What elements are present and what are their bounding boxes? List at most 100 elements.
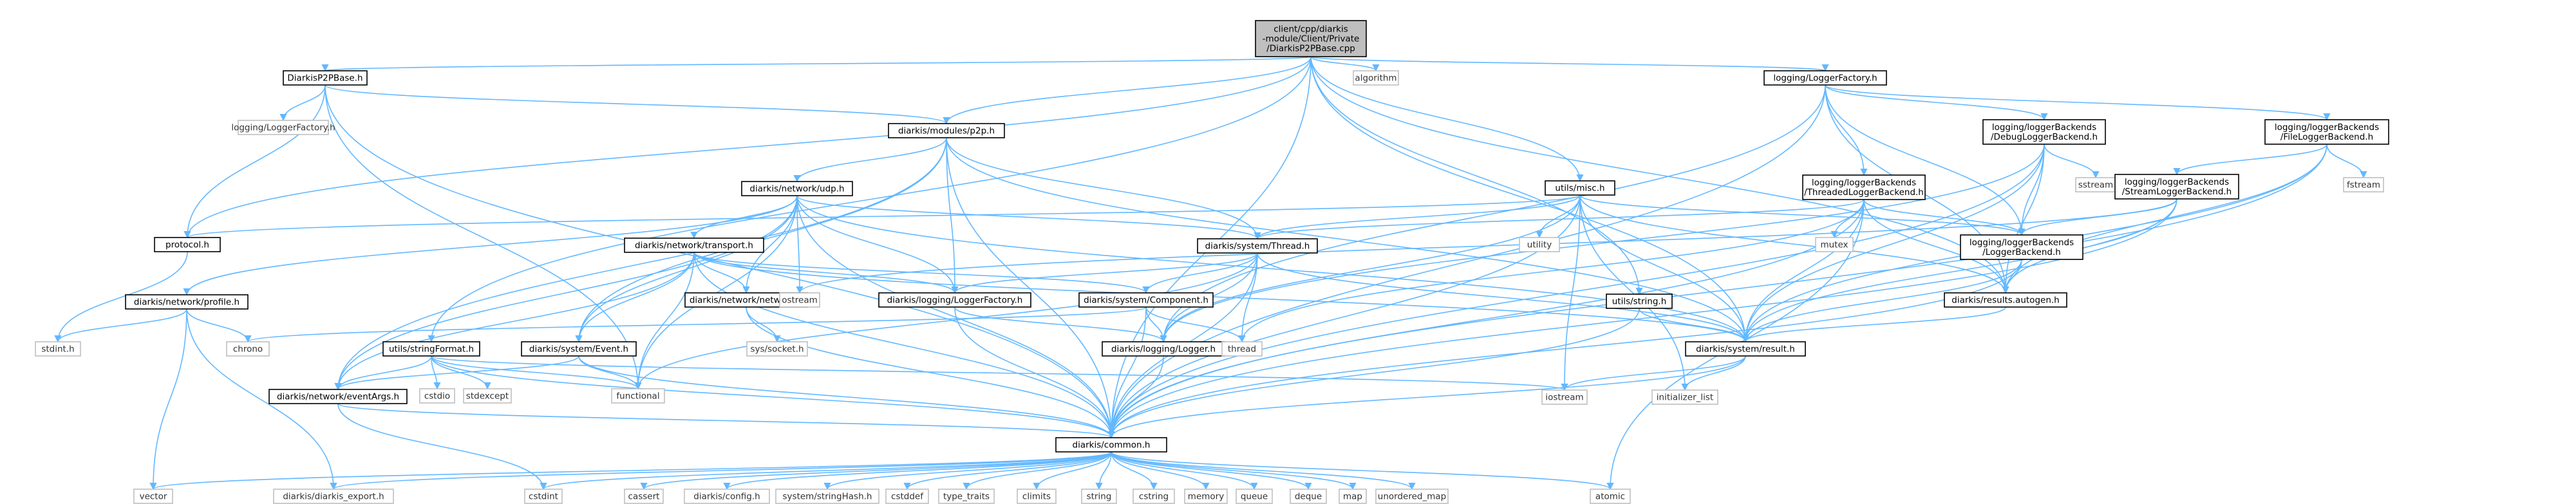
node-box xyxy=(154,237,221,252)
node-unordered-map: unordered_map xyxy=(1375,489,1449,504)
edge-misc_h-to-iostream xyxy=(1561,194,1581,391)
dependency-edges xyxy=(54,56,2367,490)
node-box xyxy=(1802,174,1926,200)
edge-common_h-to-cstddef xyxy=(903,451,1112,490)
node-streamlb[interactable]: logging/loggerBackends/StreamLoggerBacke… xyxy=(2114,174,2239,200)
node-thread-h[interactable]: diarkis/system/Thread.h xyxy=(1197,238,1318,254)
node-type-traits: type_traits xyxy=(938,489,995,504)
node-lloggerfactory-h[interactable]: diarkis/logging/LoggerFactory.h xyxy=(878,292,1031,308)
node-label: /FileLoggerBackend.h xyxy=(2280,132,2373,142)
node-box xyxy=(684,489,770,504)
edge-protocol_h-to-stdint_h xyxy=(54,251,188,343)
node-label: diarkis/network/network.h xyxy=(690,295,803,306)
node-logger-h[interactable]: diarkis/logging/Logger.h xyxy=(1102,341,1225,357)
edge-common_h-to-unordered_map xyxy=(1111,451,1416,490)
node-box xyxy=(624,489,664,504)
edge-result_h-to-common_h xyxy=(1107,355,1746,439)
edge-Thread_h-to-functional xyxy=(634,252,1258,390)
node-box xyxy=(273,489,394,504)
node-stringhash-h: system/stringHash.h xyxy=(775,489,879,504)
edge-LoggerBackend-to-result_h xyxy=(1742,259,2022,343)
edge-p2p_h-to-udp_h xyxy=(793,137,947,183)
node-label: functional xyxy=(616,391,659,402)
edge-P2PBase_h-to-protocol_h xyxy=(183,84,326,239)
node-profile-h[interactable]: diarkis/network/profile.h xyxy=(125,294,249,310)
node-label: diarkis/diarkis_export.h xyxy=(283,492,384,502)
node-p2pbase-h[interactable]: DiarkisP2PBase.h xyxy=(283,70,368,86)
node-results-h[interactable]: diarkis/results.autogen.h xyxy=(1944,292,2067,308)
node-component-h[interactable]: diarkis/system/Component.h xyxy=(1078,292,1214,308)
edge-stringFormat_h-to-cstdio xyxy=(431,355,441,390)
node-box xyxy=(1606,294,1673,309)
edge-DebugLB-to-Logger_h xyxy=(1160,144,2045,343)
node-box xyxy=(1184,489,1228,504)
edge-LoggerFactory_h-to-Logger_h xyxy=(1160,84,1826,343)
node-string-h[interactable]: utils/string.h xyxy=(1606,294,1673,309)
node-label: /StreamLoggerBackend.h xyxy=(2122,187,2232,197)
node-box xyxy=(283,70,368,86)
edge-common_h-to-type_traits xyxy=(963,451,1112,490)
node-event-h[interactable]: diarkis/system/Event.h xyxy=(521,341,637,357)
edge-common_h-to-config_h xyxy=(723,451,1112,490)
node-label: memory xyxy=(1188,492,1224,502)
node-label: mutex xyxy=(1820,240,1848,250)
node-mutex: mutex xyxy=(1815,237,1854,252)
node-network-h[interactable]: diarkis/network/network.h xyxy=(684,292,808,308)
node-cstdio: cstdio xyxy=(419,388,455,404)
node-thread: thread xyxy=(1221,341,1263,357)
node-root[interactable]: client/cpp/diarkis-module/Client/Private… xyxy=(1255,20,1367,57)
node-filelb[interactable]: logging/loggerBackends/FileLoggerBackend… xyxy=(2264,119,2389,145)
node-box xyxy=(382,341,480,357)
node-protocol-h[interactable]: protocol.h xyxy=(154,237,221,252)
node-label: protocol.h xyxy=(165,240,209,250)
edge-root-to-stringFormat_h xyxy=(428,56,1312,343)
node-label: stdexcept xyxy=(466,391,509,402)
node-threadedlb[interactable]: logging/loggerBackends/ThreadedLoggerBac… xyxy=(1802,174,1926,200)
node-vector: vector xyxy=(133,489,173,504)
edge-root-to-P2PBase_h xyxy=(322,56,1312,72)
node-label: thread xyxy=(1228,344,1256,355)
node-box xyxy=(1545,180,1615,196)
node-label: diarkis/results.autogen.h xyxy=(1951,295,2059,306)
node-udp-h[interactable]: diarkis/network/udp.h xyxy=(741,181,853,196)
node-label: iostream xyxy=(1545,393,1583,403)
edge-Event_h-to-eventArgs_h xyxy=(334,355,579,391)
node-transport-h[interactable]: diarkis/network/transport.h xyxy=(624,238,764,253)
node-result-h[interactable]: diarkis/system/result.h xyxy=(1685,341,1806,357)
node-box xyxy=(746,341,808,357)
node-label: diarkis/network/eventArgs.h xyxy=(277,392,399,402)
edge-transport_h-to-LLoggerFactory_h xyxy=(693,252,959,294)
node-label: logging/loggerBackends xyxy=(2275,122,2379,133)
node-misc-h[interactable]: utils/misc.h xyxy=(1545,180,1615,196)
edge-results_h-to-result_h xyxy=(1742,306,2006,343)
node-label: cassert xyxy=(628,492,660,502)
node-label: diarkis/system/result.h xyxy=(1696,344,1795,355)
edge-Component_h-to-Logger_h xyxy=(1145,306,1167,343)
node-loggerfactory-h[interactable]: logging/LoggerFactory.h xyxy=(1763,70,1887,86)
node-label: utility xyxy=(1527,240,1552,250)
edge-common_h-to-stringHash_h xyxy=(823,451,1112,490)
node-chrono: chrono xyxy=(226,341,270,357)
node-loggerbackend[interactable]: logging/loggerBackends/LoggerBackend.h xyxy=(1960,234,2083,260)
node-label: diarkis/system/Event.h xyxy=(529,344,628,355)
node-label: diarkis/network/profile.h xyxy=(134,297,240,308)
node-label: -module/Client/Private xyxy=(1263,34,1360,44)
node-common-h[interactable]: diarkis/common.h xyxy=(1055,437,1167,453)
edge-udp_h-to-result_h xyxy=(796,195,1749,343)
edge-common_h-to-cstring xyxy=(1111,451,1158,490)
node-box xyxy=(1255,20,1367,57)
edge-p2p_h-to-result_h xyxy=(946,137,1749,343)
edge-transport_h-to-result_h xyxy=(693,252,1749,343)
node-box xyxy=(419,388,455,404)
edge-result_h-to-init_list xyxy=(1681,355,1746,391)
node-debuglb[interactable]: logging/loggerBackends/DebugLoggerBacken… xyxy=(1982,119,2106,145)
node-cstddef: cstddef xyxy=(885,489,929,504)
node-p2p-h[interactable]: diarkis/modules/p2p.h xyxy=(888,123,1005,138)
node-stringformat-h[interactable]: utils/stringFormat.h xyxy=(382,341,480,357)
edge-profile_h-to-export_h xyxy=(186,308,337,490)
node-eventargs-h[interactable]: diarkis/network/eventArgs.h xyxy=(268,389,408,404)
edge-stringFormat_h-to-eventArgs_h xyxy=(334,355,432,391)
node-box xyxy=(1763,70,1887,86)
edge-udp_h-to-Thread_h xyxy=(796,195,1261,240)
edge-p2p_h-to-common_h xyxy=(946,137,1115,439)
